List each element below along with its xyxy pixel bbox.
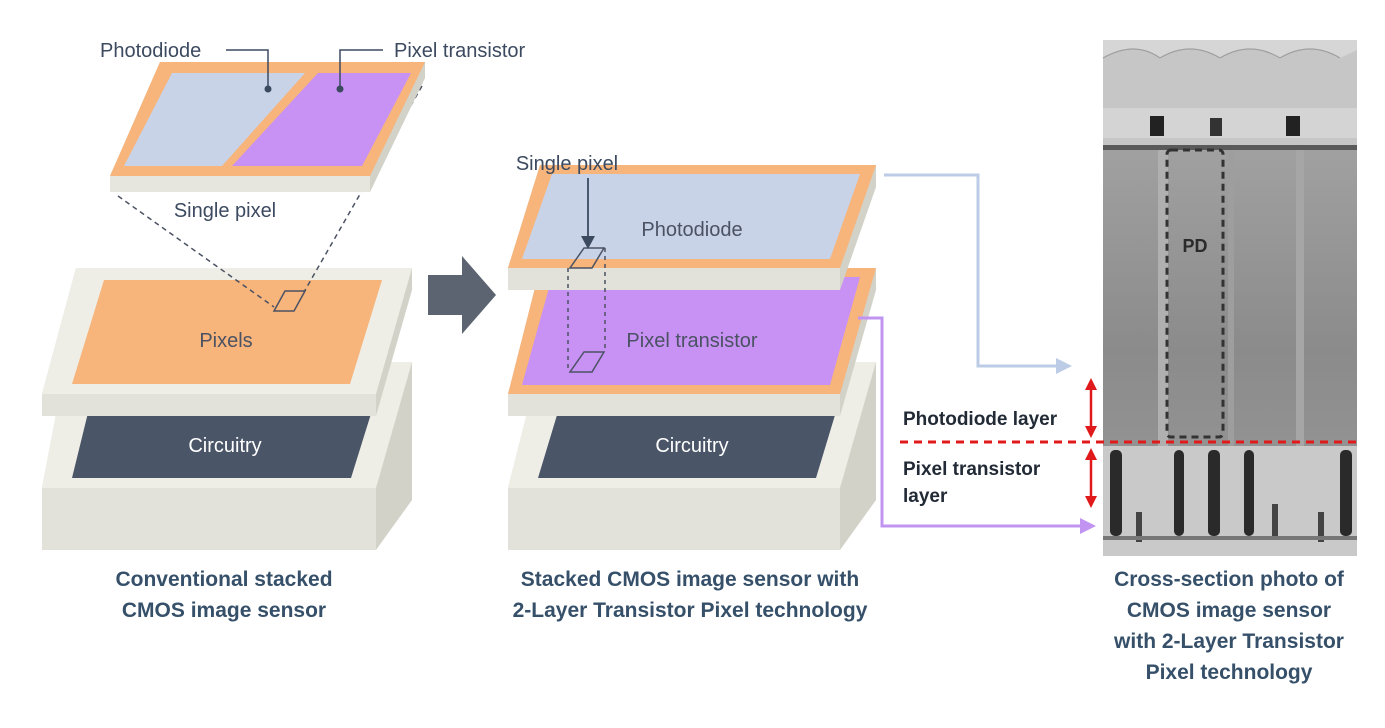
left-caption-line-2: CMOS image sensor [122, 599, 326, 622]
transition-arrow [428, 256, 496, 334]
single-pixel-mid-label: Single pixel [516, 153, 618, 175]
left-caption-line-1: Conventional stacked [115, 568, 332, 591]
mid-photodiode-slab: Photodiode [508, 165, 876, 290]
pixel-transistor-callout-label: Pixel transistor [394, 40, 525, 62]
mid-upper-pixel-marker [568, 247, 606, 269]
mid-photodiode-label: Photodiode [641, 219, 742, 241]
zoom-transistor-area [232, 73, 411, 166]
transistor-connector-arrow [858, 316, 1096, 534]
mid-lower-pixel-marker [568, 351, 606, 373]
cross-section-photo: PD [1102, 40, 1357, 556]
right-caption-line-4: Pixel technology [1146, 661, 1313, 684]
mid-caption-line-1: Stacked CMOS image sensor with [521, 568, 859, 591]
pixel-transistor-layer-label-1: Pixel transistor [903, 459, 1041, 480]
middle-stack: Circuitry Pixel transistor Photodiode Si… [508, 153, 876, 550]
right-caption-line-2: CMOS image sensor [1127, 599, 1331, 622]
left-stack: Circuitry Pixels Photodiode Pixel tran [42, 40, 525, 550]
photodiode-layer-arrow [1085, 378, 1097, 438]
photodiode-layer-label: Photodiode layer [903, 409, 1058, 430]
mid-transistor-slab: Pixel transistor [508, 268, 876, 416]
left-pixels-area [72, 280, 382, 384]
pd-label: PD [1182, 236, 1207, 256]
single-pixel-left-label: Single pixel [174, 200, 276, 222]
right-caption-line-3: with 2-Layer Transistor [1113, 630, 1344, 653]
pixel-transistor-layer-label-2: layer [903, 486, 948, 507]
left-pixel-marker [272, 290, 307, 312]
left-circuitry-label: Circuitry [188, 435, 261, 457]
pixel-transistor-layer-arrow [1085, 448, 1097, 508]
mid-transistor-area [522, 277, 860, 385]
zoom-photodiode-area [124, 73, 305, 166]
photodiode-callout-label: Photodiode [100, 40, 201, 62]
mid-caption-line-2: 2-Layer Transistor Pixel technology [513, 599, 868, 622]
left-pixels-slab: Pixels [42, 268, 412, 416]
photodiode-connector-arrow [884, 173, 1072, 374]
left-pixels-label: Pixels [199, 330, 252, 352]
mid-circuitry-label: Circuitry [655, 435, 728, 457]
mid-transistor-label: Pixel transistor [626, 330, 757, 352]
right-caption-line-1: Cross-section photo of [1114, 568, 1345, 591]
single-pixel-zoom [110, 49, 425, 192]
pd-region-box [1165, 148, 1225, 439]
mid-photodiode-area [522, 174, 860, 259]
zoom-line-left [117, 195, 275, 308]
